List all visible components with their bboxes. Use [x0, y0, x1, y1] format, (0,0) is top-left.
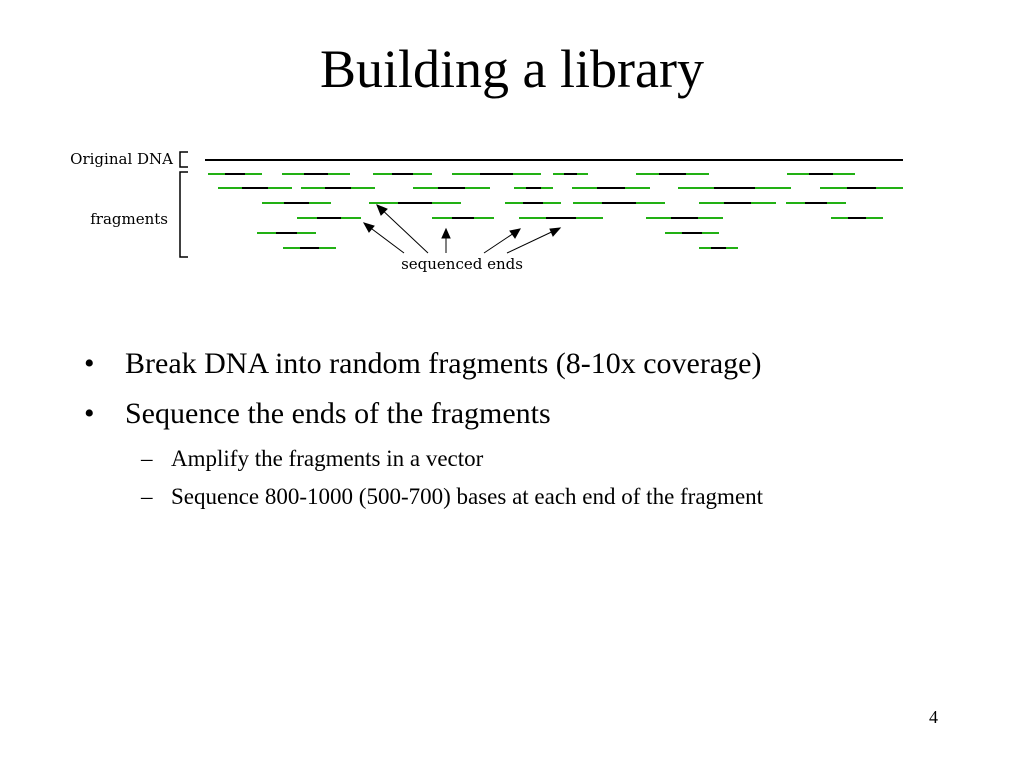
original-dna-bracket [179, 151, 188, 168]
library-diagram: Original DNA fragments sequenced ends [70, 150, 903, 273]
bullet-marker: • [84, 347, 95, 380]
arrow-head [509, 228, 521, 239]
original-dna-label: Original DNA [70, 150, 173, 168]
page-number: 4 [929, 707, 938, 727]
arrow-head [362, 222, 375, 233]
sub-bullet-text: Amplify the fragments in a vector [171, 446, 484, 471]
bullet-list: • Break DNA into random fragments (8-10x… [84, 342, 763, 518]
fragments-label: fragments [90, 210, 168, 228]
bullet-item: • Break DNA into random fragments (8-10x… [84, 342, 763, 386]
fragments-bracket [179, 171, 188, 258]
bullet-text: Break DNA into random fragments (8-10x c… [125, 347, 762, 380]
bullet-text: Sequence the ends of the fragments [125, 397, 551, 430]
sequenced-ends-arrows [362, 204, 562, 254]
arrow-head [376, 204, 388, 216]
sub-bullet-item: – Sequence 800-1000 (500-700) bases at e… [84, 480, 763, 514]
slide-title: Building a library [320, 39, 704, 99]
sequenced-ends-label: sequenced ends [401, 255, 523, 273]
fragments-group [208, 173, 903, 249]
sub-bullet-text: Sequence 800-1000 (500-700) bases at eac… [171, 484, 764, 509]
bullet-marker: • [84, 397, 95, 430]
sub-bullet-marker: – [141, 446, 153, 471]
arrow-head [549, 227, 562, 237]
bullet-item: • Sequence the ends of the fragments [84, 392, 763, 436]
arrow [376, 204, 429, 254]
sub-bullet-item: – Amplify the fragments in a vector [84, 442, 763, 476]
arrow-head [441, 227, 451, 239]
sub-bullet-marker: – [141, 484, 153, 509]
